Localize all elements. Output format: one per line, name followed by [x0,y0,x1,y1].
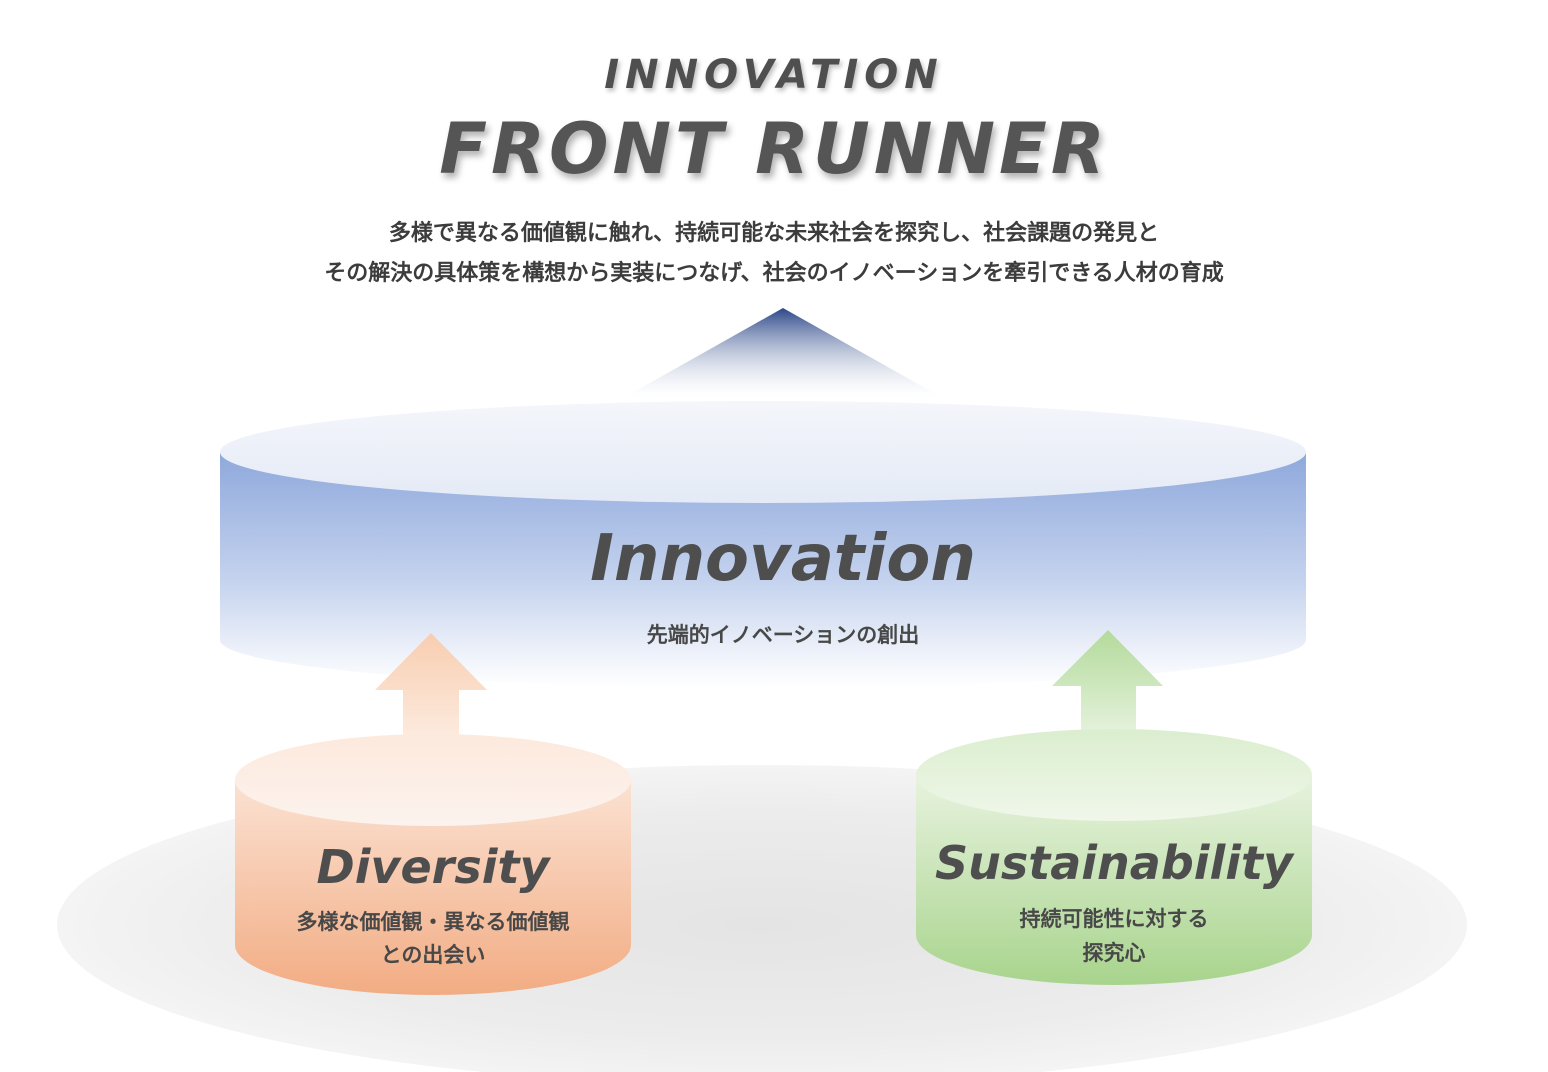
heading-innovation: INNOVATION [604,52,944,98]
sustainability-cylinder [916,729,1312,985]
mission-statement: 多様で異なる価値観に触れ、持続可能な未来社会を探究し、社会課題の発見と その解決… [0,214,1548,294]
mission-line-1: 多様で異なる価値観に触れ、持続可能な未来社会を探究し、社会課題の発見と [388,221,1160,246]
innovation-title: Innovation [590,522,976,596]
sustainability-title: Sustainability [934,836,1294,890]
diversity-title: Diversity [316,840,550,894]
diversity-caption-line-2: との出会い [380,943,486,967]
diversity-caption-line-1: 多様な価値観・異なる価値観 [296,910,570,934]
peak-triangle [625,308,941,397]
innovation-caption: 先端的イノベーションの創出 [646,623,920,647]
heading-front-runner: FRONT RUNNER [439,108,1109,190]
sustainability-caption-line-1: 持続可能性に対する [1019,907,1209,931]
sustainability-caption-line-2: 探究心 [1082,941,1146,965]
diversity-cylinder [235,734,631,995]
mission-line-2: その解決の具体策を構想から実装につなげ、社会のイノベーションを牽引できる人材の育… [324,261,1224,286]
innovation-cylinder [220,401,1306,688]
